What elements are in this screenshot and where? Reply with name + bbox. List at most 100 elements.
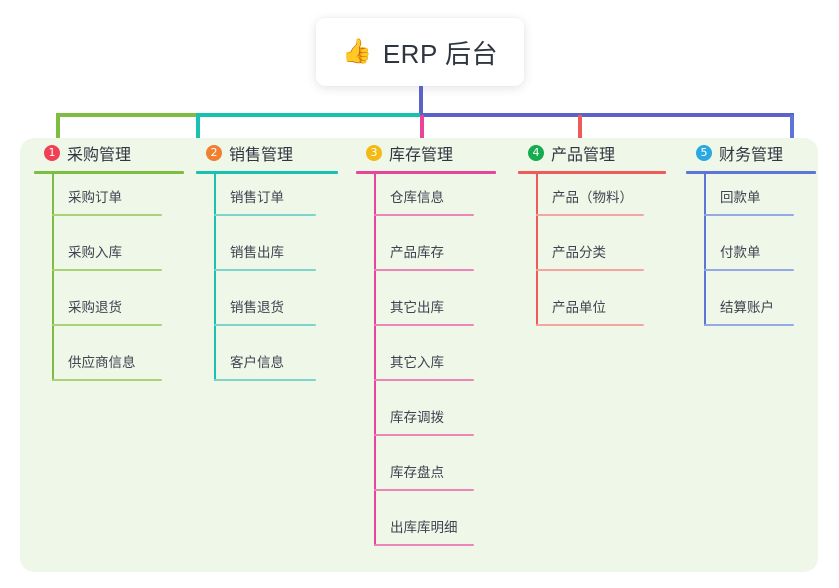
branch-item-label: 采购退货 bbox=[68, 300, 122, 315]
branch-header-rule-4 bbox=[518, 171, 666, 174]
branch-item-rule bbox=[374, 214, 474, 216]
branch-item-rule bbox=[704, 214, 794, 216]
branch-item-rule bbox=[52, 379, 162, 381]
branch-item[interactable]: 仓库信息 bbox=[356, 174, 496, 229]
drop-purchase bbox=[56, 115, 60, 143]
branch-item-rule bbox=[374, 434, 474, 436]
branch-spine-4 bbox=[536, 174, 538, 326]
branch-item[interactable]: 库存调拨 bbox=[356, 394, 496, 449]
branch-item[interactable]: 产品库存 bbox=[356, 229, 496, 284]
branch-item-rule bbox=[52, 214, 162, 216]
branch-item-label: 产品库存 bbox=[390, 245, 444, 260]
branch-item-label: 产品分类 bbox=[552, 245, 606, 260]
branch-spine-5 bbox=[704, 174, 706, 326]
branch-badge-5: 5 bbox=[696, 145, 712, 161]
branch-item-label: 销售退货 bbox=[230, 300, 284, 315]
branch-item-rule bbox=[52, 324, 162, 326]
branch-item-rule bbox=[214, 379, 316, 381]
branch-items-2: 销售订单销售出库销售退货客户信息 bbox=[196, 174, 338, 394]
branch-item-label: 出库库明细 bbox=[390, 520, 458, 535]
branch-item[interactable]: 销售退货 bbox=[196, 284, 338, 339]
branch-item[interactable]: 结算账户 bbox=[686, 284, 816, 339]
branch-item-rule bbox=[536, 324, 644, 326]
branch-item-rule bbox=[52, 269, 162, 271]
branch-item-label: 销售出库 bbox=[230, 245, 284, 260]
branch-header-rule-2 bbox=[196, 171, 338, 174]
branch-header-rule-5 bbox=[686, 171, 816, 174]
branch-item-rule bbox=[374, 324, 474, 326]
branch-item-rule bbox=[374, 379, 474, 381]
drop-sales bbox=[196, 115, 200, 143]
branch-badge-2: 2 bbox=[206, 145, 222, 161]
branch-item[interactable]: 产品分类 bbox=[518, 229, 666, 284]
branch-item[interactable]: 回款单 bbox=[686, 174, 816, 229]
branch-title-4: 产品管理 bbox=[551, 147, 616, 164]
branch-header-rule-3 bbox=[356, 171, 496, 174]
branch-item-label: 采购订单 bbox=[68, 190, 122, 205]
drop-product bbox=[578, 115, 582, 143]
branch-column-1: 1 采购管理采购订单采购入库采购退货供应商信息 bbox=[34, 138, 184, 394]
branch-item-rule bbox=[704, 324, 794, 326]
branch-title-1: 采购管理 bbox=[67, 147, 132, 164]
branch-item-rule bbox=[214, 269, 316, 271]
branch-header-4[interactable]: 4 产品管理 bbox=[518, 138, 666, 168]
branch-column-5: 5 财务管理回款单付款单结算账户 bbox=[686, 138, 816, 339]
branch-item[interactable]: 采购订单 bbox=[34, 174, 184, 229]
branch-item[interactable]: 产品单位 bbox=[518, 284, 666, 339]
branch-item-label: 其它出库 bbox=[390, 300, 444, 315]
segment-purchase bbox=[56, 113, 198, 117]
branch-item-label: 其它入库 bbox=[390, 355, 444, 370]
thumbs-up-icon: 👍 bbox=[341, 38, 372, 65]
drop-finance bbox=[790, 115, 794, 143]
branch-item-rule bbox=[214, 214, 316, 216]
segment-right bbox=[420, 113, 794, 117]
branch-item-label: 付款单 bbox=[720, 245, 761, 260]
branch-title-3: 库存管理 bbox=[389, 147, 454, 164]
branch-item[interactable]: 采购入库 bbox=[34, 229, 184, 284]
branch-items-4: 产品（物料） 产品分类产品单位 bbox=[518, 174, 666, 339]
branch-item[interactable]: 其它出库 bbox=[356, 284, 496, 339]
branch-item-label: 结算账户 bbox=[720, 300, 774, 315]
root-node-content: 👍 ERP 后台 bbox=[342, 34, 498, 71]
branch-item-rule bbox=[536, 269, 644, 271]
branch-item-rule bbox=[214, 324, 316, 326]
branch-item-label: 供应商信息 bbox=[68, 355, 136, 370]
branch-item[interactable]: 库存盘点 bbox=[356, 449, 496, 504]
branch-item[interactable]: 出库库明细 bbox=[356, 504, 496, 559]
branch-item-rule bbox=[536, 214, 644, 216]
branch-item[interactable]: 客户信息 bbox=[196, 339, 338, 394]
branch-item-label: 采购入库 bbox=[68, 245, 122, 260]
branch-item-label: 仓库信息 bbox=[390, 190, 444, 205]
branch-spine-1 bbox=[52, 174, 54, 381]
branch-title-5: 财务管理 bbox=[719, 147, 784, 164]
branch-item[interactable]: 产品（物料） bbox=[518, 174, 666, 229]
branch-items-1: 采购订单采购入库采购退货供应商信息 bbox=[34, 174, 184, 394]
branch-item-label: 库存调拨 bbox=[390, 410, 444, 425]
branch-item[interactable]: 销售出库 bbox=[196, 229, 338, 284]
root-node[interactable]: 👍 ERP 后台 bbox=[316, 18, 524, 86]
branch-column-4: 4 产品管理产品（物料） 产品分类产品单位 bbox=[518, 138, 666, 339]
branch-item-rule bbox=[374, 269, 474, 271]
branch-item[interactable]: 销售订单 bbox=[196, 174, 338, 229]
branch-item[interactable]: 采购退货 bbox=[34, 284, 184, 339]
branch-item-label: 产品（物料） bbox=[552, 190, 633, 205]
branch-spine-3 bbox=[374, 174, 376, 546]
branch-item-label: 回款单 bbox=[720, 190, 761, 205]
branch-item[interactable]: 其它入库 bbox=[356, 339, 496, 394]
branch-item-rule bbox=[704, 269, 794, 271]
branch-item-rule bbox=[374, 489, 474, 491]
branch-items-5: 回款单付款单结算账户 bbox=[686, 174, 816, 339]
branch-item-rule bbox=[374, 544, 474, 546]
branch-badge-4: 4 bbox=[528, 145, 544, 161]
branch-item[interactable]: 供应商信息 bbox=[34, 339, 184, 394]
branch-header-5[interactable]: 5 财务管理 bbox=[686, 138, 816, 168]
branch-item[interactable]: 付款单 bbox=[686, 229, 816, 284]
branch-badge-1: 1 bbox=[44, 145, 60, 161]
branch-header-1[interactable]: 1 采购管理 bbox=[34, 138, 184, 168]
